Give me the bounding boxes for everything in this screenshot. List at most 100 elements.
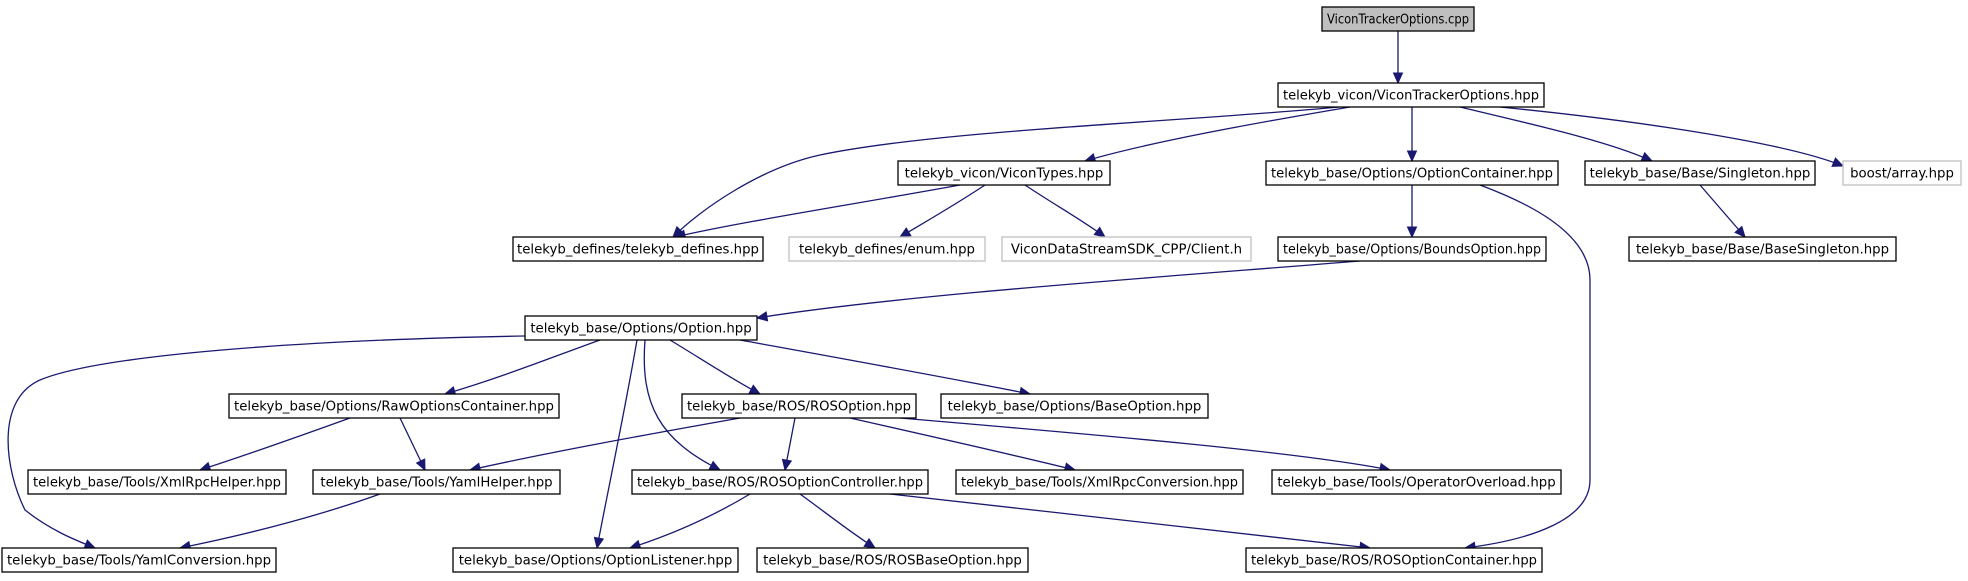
node-n5[interactable]: boost/array.hpp [1842,160,1962,186]
node-box [1245,547,1543,573]
edge-arrowhead [1093,226,1106,238]
node-n6[interactable]: telekyb_defines/telekyb_defines.hpp [512,236,764,262]
node-box [1321,6,1475,32]
node-label: telekyb_defines/telekyb_defines.hpp [517,243,759,258]
node-n16[interactable]: telekyb_base/Tools/YamlHelper.hpp [312,469,561,495]
edge-line [1024,184,1106,238]
node-n19[interactable]: telekyb_base/Tools/OperatorOverload.hpp [1271,469,1562,495]
edge-line [444,339,601,395]
edge-line [469,417,741,471]
node-n4[interactable]: telekyb_base/Base/Singleton.hpp [1584,160,1816,186]
node-label: telekyb_base/ROS/ROSBaseOption.hpp [763,554,1022,569]
node-n22[interactable]: telekyb_base/ROS/ROSBaseOption.hpp [756,547,1029,573]
node-box [681,393,917,419]
node-n10[interactable]: telekyb_base/Base/BaseSingleton.hpp [1628,236,1897,262]
node-box [897,160,1111,186]
edge-n1-n4 [1459,106,1654,162]
edge-arrowhead [415,458,426,472]
node-n20[interactable]: telekyb_base/Tools/YamlConversion.hpp [1,547,277,573]
edge-line [643,339,721,471]
edge-arrowhead [83,539,97,549]
node-box [1265,160,1559,186]
edge-n9-n11 [755,260,1361,322]
edge-line [849,417,1076,471]
edge-n11-n13 [669,339,762,395]
node-box [955,469,1244,495]
edge-arrowhead [1392,72,1404,85]
edge-arrowhead [863,537,877,549]
node-n1[interactable]: telekyb_vicon/ViconTrackerOptions.hpp [1277,82,1545,108]
edge-line [1084,106,1351,162]
node-box [1628,236,1897,262]
node-box [312,469,561,495]
node-label: telekyb_base/Tools/XmlRpcConversion.hpp [961,476,1238,491]
edge-n2-n6 [673,184,961,240]
edge-arrowhead [781,458,793,472]
node-box [1584,160,1816,186]
node-n23[interactable]: telekyb_base/ROS/ROSOptionContainer.hpp [1245,547,1543,573]
node-n9[interactable]: telekyb_base/Options/BoundsOption.hpp [1277,236,1547,262]
node-n21[interactable]: telekyb_base/Options/OptionListener.hpp [452,547,739,573]
node-n3[interactable]: telekyb_base/Options/OptionContainer.hpp [1265,160,1559,186]
edge-n13-n16 [468,417,741,473]
node-label: telekyb_base/Tools/XmlRpcHelper.hpp [33,476,281,491]
node-label: telekyb_base/ROS/ROSOptionController.hpp [637,476,923,491]
node-label: telekyb_base/Options/BaseOption.hpp [948,400,1202,415]
node-n7[interactable]: telekyb_defines/enum.hpp [788,236,986,262]
node-n14[interactable]: telekyb_base/Options/BaseOption.hpp [940,393,1209,419]
node-n8[interactable]: ViconDataStreamSDK_CPP/Client.h [1001,236,1252,262]
edge-line [596,339,638,549]
edge-n17-n21 [628,493,751,550]
node-n12[interactable]: telekyb_base/Options/RawOptionsContainer… [228,393,560,419]
node-n11[interactable]: telekyb_base/Options/Option.hpp [524,315,758,341]
edge-line [199,417,351,471]
node-label: telekyb_base/Options/OptionContainer.hpp [1271,167,1553,182]
edge-line [1459,106,1653,162]
node-box [524,315,758,341]
node-n17[interactable]: telekyb_base/ROS/ROSOptionController.hpp [631,469,929,495]
edge-n4-n10 [1699,184,1746,238]
node-label: telekyb_vicon/ViconTrackerOptions.hpp [1283,89,1539,104]
node-box [1842,160,1962,186]
edge-line [1699,184,1746,238]
edge-arrowhead [1734,225,1746,238]
edge-n17-n22 [799,493,877,549]
edge-n11-n21 [593,339,638,550]
edge-line [739,339,1031,395]
edge-line [1499,106,1844,167]
node-n13[interactable]: telekyb_base/ROS/ROSOption.hpp [681,393,917,419]
edge-line [1464,184,1591,549]
node-label: telekyb_base/Options/Option.hpp [530,322,751,337]
node-n18[interactable]: telekyb_base/Tools/XmlRpcConversion.hpp [955,469,1244,495]
node-box [1001,236,1252,262]
edge-line [629,493,751,549]
edge-line [756,260,1361,319]
node-n0[interactable]: ViconTrackerOptions.cpp [1321,6,1475,32]
edge-n0-n1 [1392,31,1404,85]
edge-n1-n3 [1406,107,1418,163]
edge-arrowhead [708,460,722,471]
edge-line [674,184,961,238]
node-label: ViconTrackerOptions.cpp [1327,13,1469,28]
edge-arrowhead [1406,226,1418,239]
edge-line [899,417,1391,471]
edge-arrowhead [593,536,605,550]
node-label: ViconDataStreamSDK_CPP/Client.h [1011,243,1242,258]
edge-n11-n20 [7,335,526,549]
node-n15[interactable]: telekyb_base/Tools/XmlRpcHelper.hpp [27,469,287,495]
node-label: telekyb_base/ROS/ROSOption.hpp [687,400,911,415]
edge-arrowhead [898,227,912,238]
edge-n11-n12 [443,339,601,397]
node-box [940,393,1209,419]
edge-n11-n14 [739,339,1032,398]
node-label: telekyb_base/Tools/YamlConversion.hpp [7,554,271,569]
edge-arrowhead [748,384,762,395]
node-label: boost/array.hpp [1850,167,1954,182]
node-box [1277,236,1547,262]
node-n2[interactable]: telekyb_vicon/ViconTypes.hpp [897,160,1111,186]
node-layer: ViconTrackerOptions.cpp telekyb_vicon/Vic… [1,6,1962,573]
edge-line [889,493,1371,549]
node-box [27,469,287,495]
node-box [631,469,929,495]
